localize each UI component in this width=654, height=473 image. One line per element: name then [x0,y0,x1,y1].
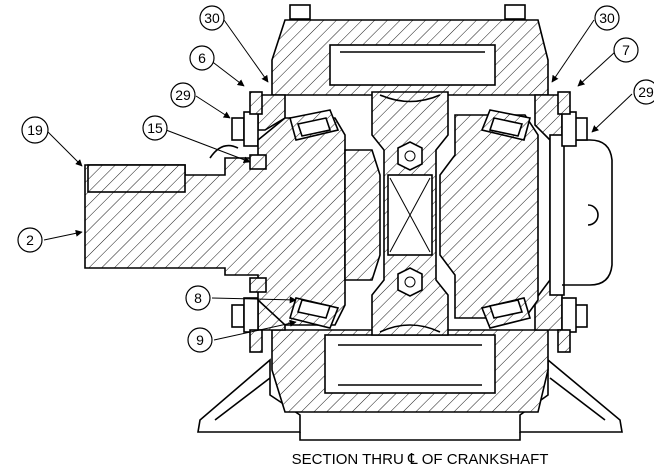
callout-2: 2 [17,227,43,253]
svg-text:15: 15 [147,120,163,136]
rod-nuts [397,141,423,297]
svg-text:9: 9 [196,332,204,348]
callout-9: 9 [187,327,213,353]
callout-29-right: 29 [633,79,654,105]
svg-text:29: 29 [175,87,191,103]
connecting-rod [371,91,449,336]
svg-text:2: 2 [26,232,34,248]
callout-30-right: 30 [594,5,620,31]
svg-text:6: 6 [198,50,206,66]
callout-8: 8 [185,285,211,311]
svg-text:29: 29 [638,84,654,100]
callout-29-left: 29 [170,82,196,108]
callout-19: 19 [21,116,49,144]
callout-30-left: 30 [199,5,225,31]
crank-web [344,114,539,319]
top-housing [271,4,549,96]
callout-15: 15 [142,115,168,141]
bottom-housing [271,329,549,413]
svg-text:19: 19 [27,122,43,138]
bearings [288,109,532,329]
svg-text:8: 8 [194,290,202,306]
svg-text:7: 7 [622,42,630,58]
bolts [231,91,588,353]
crankshaft [84,117,346,326]
leaders [43,19,633,341]
seal [249,154,267,293]
drawing-caption: SECTION THRU ℄ OF CRANKSHAFT [292,451,549,468]
svg-text:30: 30 [599,10,615,26]
base-feet [197,358,623,441]
callout-6: 6 [189,45,215,71]
callout-7: 7 [613,37,639,63]
svg-text:30: 30 [204,10,220,26]
